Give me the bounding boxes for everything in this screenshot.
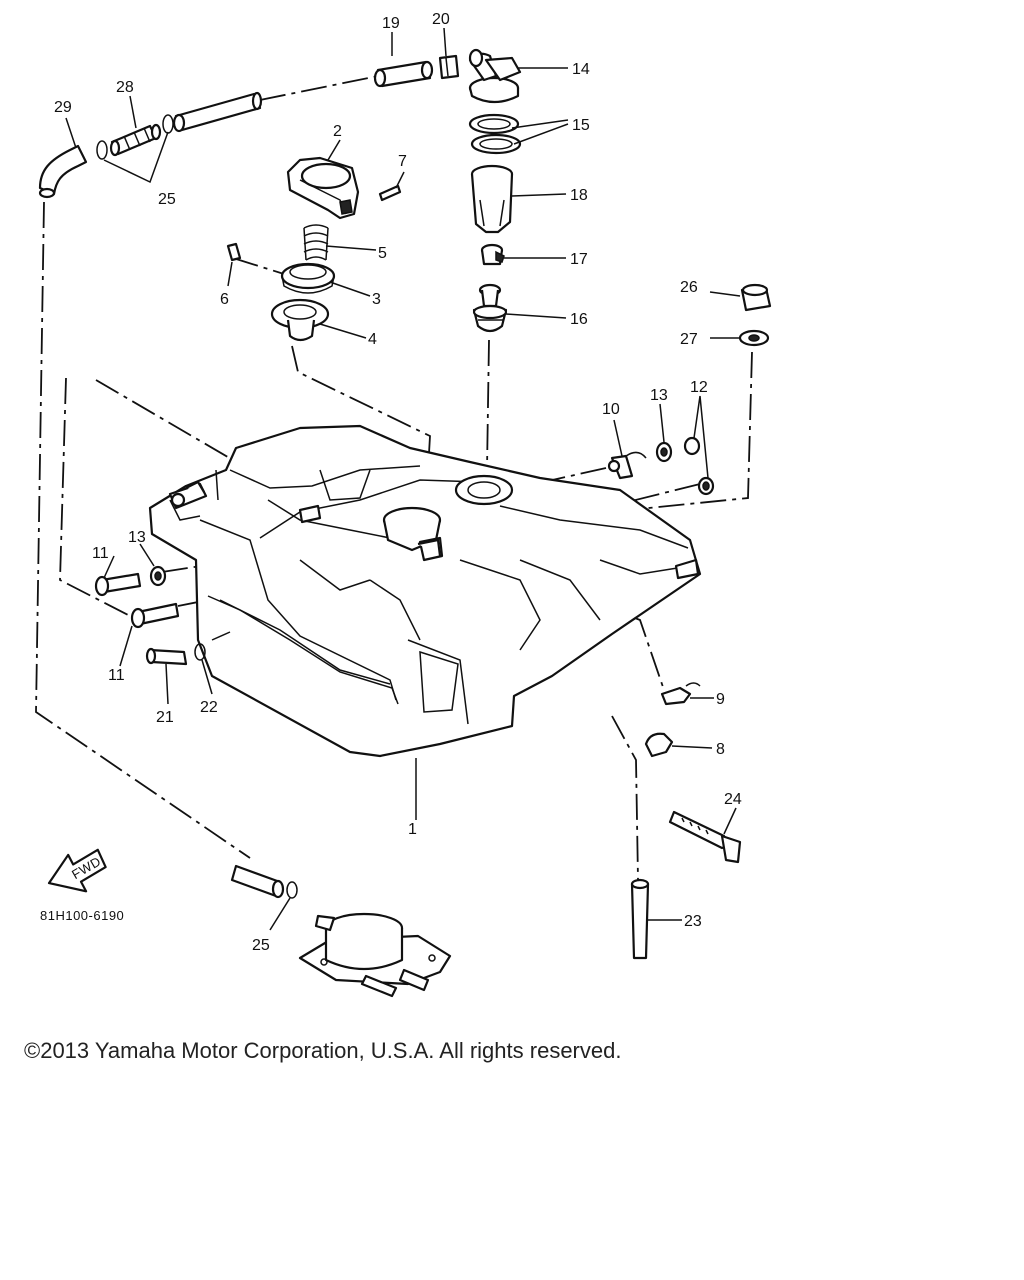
spring-5: [303, 224, 329, 261]
callout-17: 17: [570, 251, 588, 268]
callout-7: 7: [398, 153, 407, 170]
callout-2: 2: [333, 123, 342, 140]
callout-11-upper: 11: [92, 545, 109, 562]
callout-23: 23: [684, 913, 702, 930]
callout-22: 22: [200, 699, 218, 716]
callout-6: 6: [220, 291, 229, 308]
hose-upper-long: [172, 91, 263, 133]
callout-27: 27: [680, 331, 698, 348]
callout-12: 12: [690, 379, 708, 396]
flange-4: [270, 298, 330, 342]
hose-21: [145, 647, 188, 666]
washer-13-left: [149, 565, 167, 587]
nut-26: [740, 283, 772, 312]
callout-1: 1: [408, 821, 417, 838]
callout-29: 29: [54, 99, 72, 116]
fuel-cap-2: [286, 156, 360, 220]
callout-8: 8: [716, 741, 725, 758]
callout-4: 4: [368, 331, 377, 348]
callout-14: 14: [572, 61, 590, 78]
callout-18: 18: [570, 187, 588, 204]
callout-25-lower: 25: [252, 937, 270, 954]
tie-24: [668, 810, 742, 864]
callout-19: 19: [382, 15, 400, 32]
joint-28: [109, 123, 162, 157]
callout-20: 20: [432, 11, 450, 28]
callout-28: 28: [116, 79, 134, 96]
callout-16: 16: [570, 311, 588, 328]
clip-10: [607, 451, 647, 480]
clip-9: [660, 682, 701, 706]
float-16: [472, 283, 508, 333]
callout-9: 9: [716, 691, 725, 708]
callout-26: 26: [680, 279, 698, 296]
callout-25-upper: 25: [158, 191, 176, 208]
clip-20: [438, 54, 460, 80]
bolt-11-upper: [94, 572, 142, 597]
callout-13-left: 13: [128, 529, 146, 546]
callout-10: 10: [602, 401, 620, 418]
hose-lower-25: [230, 864, 298, 899]
pipe-18: [470, 164, 514, 234]
pin-7: [378, 184, 402, 202]
callout-3: 3: [372, 291, 381, 308]
washer-13-right: [655, 441, 673, 463]
part-17: [480, 243, 505, 266]
pin-6: [226, 242, 242, 262]
callout-numbers: 1 2 3 4 5 6 7 8 9 10 11 11 12 13 13 14 1…: [40, 11, 742, 954]
washer-27: [738, 329, 770, 347]
callout-5: 5: [378, 245, 387, 262]
fuel-tank: [148, 424, 702, 758]
hose-23: [630, 878, 650, 960]
cap-14: [468, 48, 522, 104]
clamp-22: [194, 643, 206, 661]
copyright-notice: ©2013 Yamaha Motor Corporation, U.S.A. A…: [24, 1038, 622, 1063]
callout-15: 15: [572, 117, 590, 134]
grommet-8: [644, 732, 674, 758]
fuel-tank-exploded-diagram: FWD 1 2: [35, 11, 772, 998]
gasket-3: [280, 262, 336, 294]
callout-24: 24: [724, 791, 742, 808]
fuel-filter: [298, 912, 452, 998]
callout-11-lower: 11: [108, 667, 125, 684]
callout-13-right: 13: [650, 387, 668, 404]
leader-lines: [65, 27, 741, 931]
callout-21: 21: [156, 709, 174, 726]
fwd-arrow: FWD: [47, 848, 107, 893]
nut-12: [683, 436, 715, 496]
hose-19: [373, 60, 434, 88]
hose-29: [38, 144, 88, 199]
bolt-11-lower: [130, 602, 180, 629]
drawing-code: 81H100-6190: [40, 908, 124, 923]
rings-15: [468, 113, 522, 155]
